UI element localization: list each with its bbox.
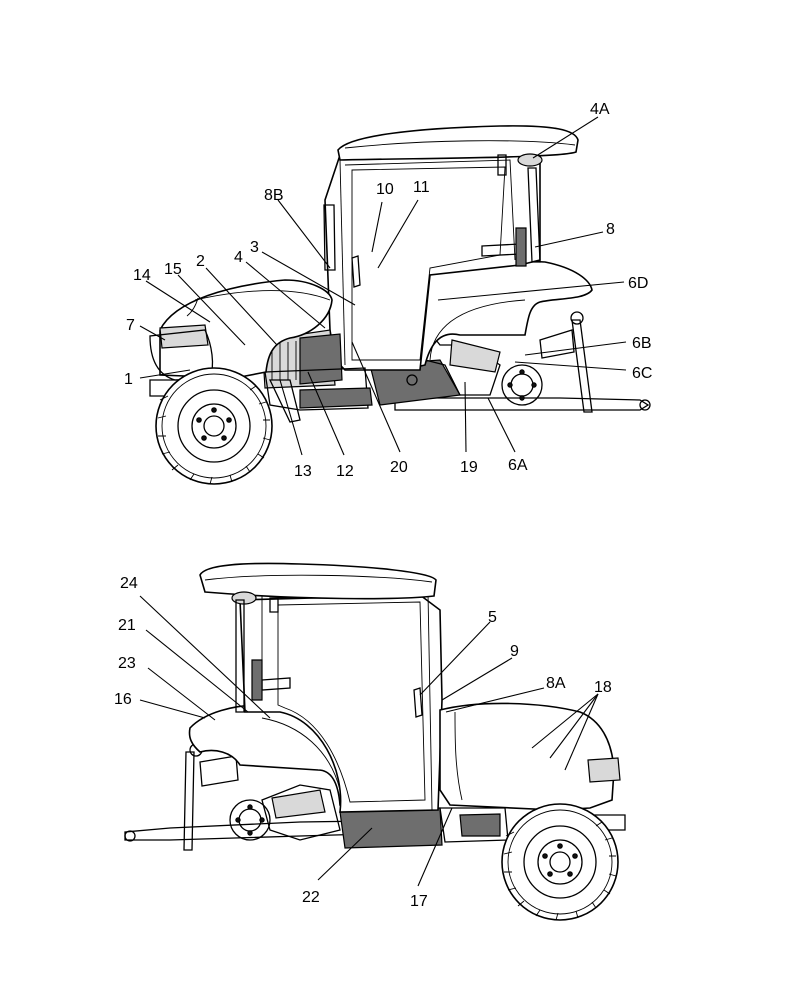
callout-4A: 4A [590,101,610,118]
bottom-callout-labels: 5 8A 9 16 17 18 21 22 23 24 [114,575,612,910]
hood-right [439,702,615,811]
callout-6B: 6B [632,335,652,352]
rear-hitch [394,311,651,413]
callout-22: 22 [302,889,320,906]
callout-10: 10 [376,181,394,198]
callout-21: 21 [118,617,136,634]
hood [159,279,333,379]
callout-23: 23 [118,655,136,672]
cab-roof-right [199,562,437,600]
callout-7: 7 [126,317,135,334]
headlight [159,324,209,349]
cab-roof [337,125,579,161]
callout-19: 19 [460,459,478,476]
top-leader-lines [139,116,627,456]
callout-13: 13 [294,463,312,480]
front-wheel [155,367,273,485]
callout-9: 9 [510,643,519,660]
callout-1: 1 [124,371,133,388]
callout-8: 8 [606,221,615,238]
callout-3: 3 [250,239,259,256]
callout-20: 20 [390,459,408,476]
callout-8B: 8B [264,187,284,204]
cab-right [199,562,443,813]
callout-11: 11 [413,179,430,196]
callout-8A: 8A [546,675,566,692]
callout-6C: 6C [632,365,652,382]
bottom-leader-lines [139,595,599,887]
callout-5: 5 [488,609,497,626]
callout-6D: 6D [628,275,648,292]
rear-wheel-hub [501,364,543,406]
tractor-left-side-view [149,125,651,485]
tractor-right-side-view [124,562,626,921]
callout-15: 15 [164,261,182,278]
rear-wheel-hub-right [229,799,271,841]
callout-17: 17 [410,893,428,910]
callout-6A: 6A [508,457,528,474]
engine-area [261,329,373,411]
callout-16: 16 [114,691,132,708]
callout-18: 18 [594,679,612,696]
front-wheel-right [501,803,619,921]
callout-12: 12 [336,463,354,480]
callout-24: 24 [120,575,138,592]
callout-14: 14 [133,267,151,284]
top-callout-labels: 1 2 3 4 4A 6A 6B 6C 6D 7 8 8B 10 11 12 1… [124,101,652,480]
callout-4: 4 [234,249,243,266]
callout-2: 2 [196,253,205,270]
